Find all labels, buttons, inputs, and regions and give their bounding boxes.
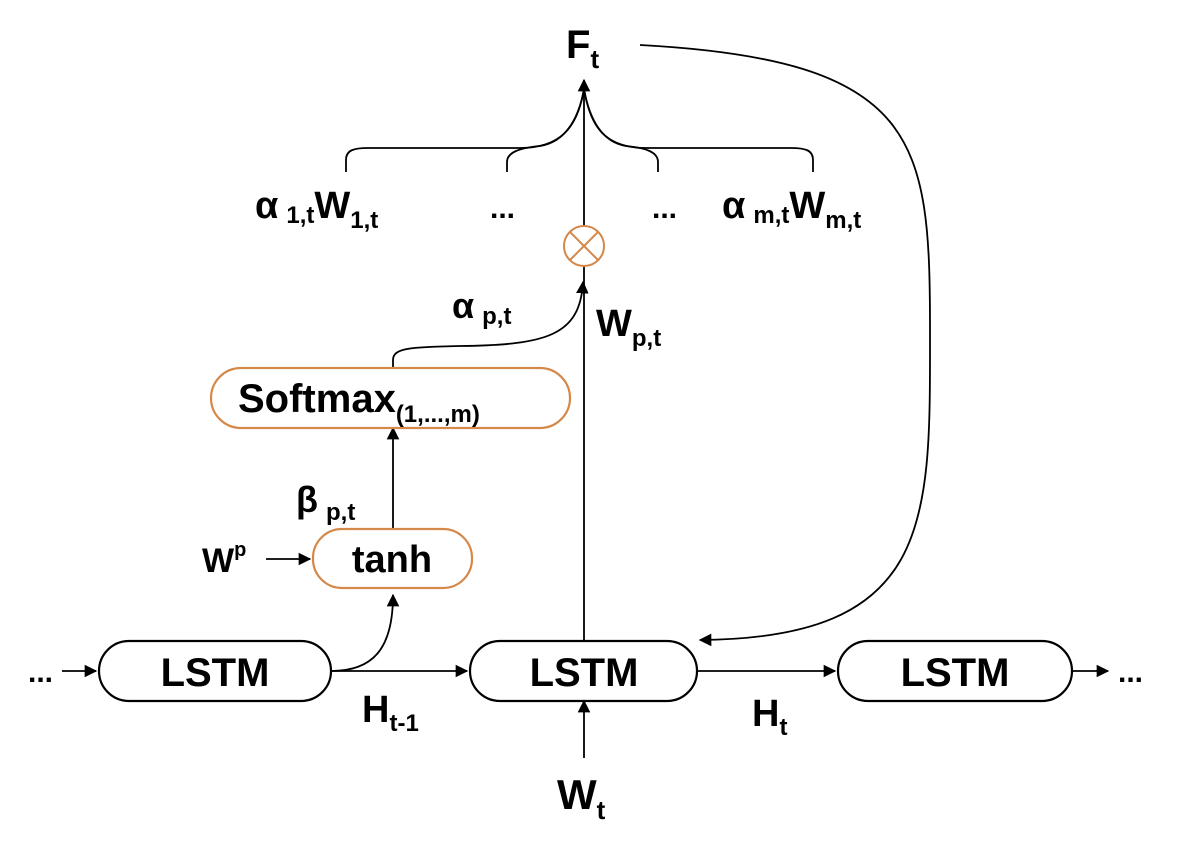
arrow-hidden-to-tanh [330,593,400,672]
input-word-label: Wt [557,771,606,825]
lstm-right-label: LSTM [901,651,1010,695]
tanh-box [311,527,474,590]
arrow-output-feedback-to-lstm [639,44,931,647]
tanh-label: tanh [352,539,432,581]
brace-left-inner [506,89,585,172]
lstm-cell-left [97,639,333,703]
lstm-cell-center [468,639,699,703]
word-vector-label: Wp,t [596,303,661,352]
brace-right-inner [583,89,659,172]
ellipsis-left: ... [28,656,53,689]
tanh-weight-label: Wp [202,539,246,580]
lstm-center-label: LSTM [530,651,639,695]
softmax-box [209,366,572,430]
ellipsis-terms-right: ... [652,192,677,225]
hidden-curr-label: Ht [752,693,787,741]
lstm-left-label: LSTM [161,651,270,695]
ellipsis-right: ... [1118,656,1143,689]
brace-left-outer [345,87,585,172]
hidden-prev-label: Ht-1 [362,689,419,737]
lstm-cell-right [836,639,1074,703]
ellipsis-terms-left: ... [490,192,515,225]
arrow-softmax-to-multiply [392,280,589,368]
softmax-label: Softmax(1,...,m) [238,377,480,428]
brace-right-outer [583,87,814,172]
circle-times-icon [563,225,605,267]
output-label: Ft [566,23,599,74]
